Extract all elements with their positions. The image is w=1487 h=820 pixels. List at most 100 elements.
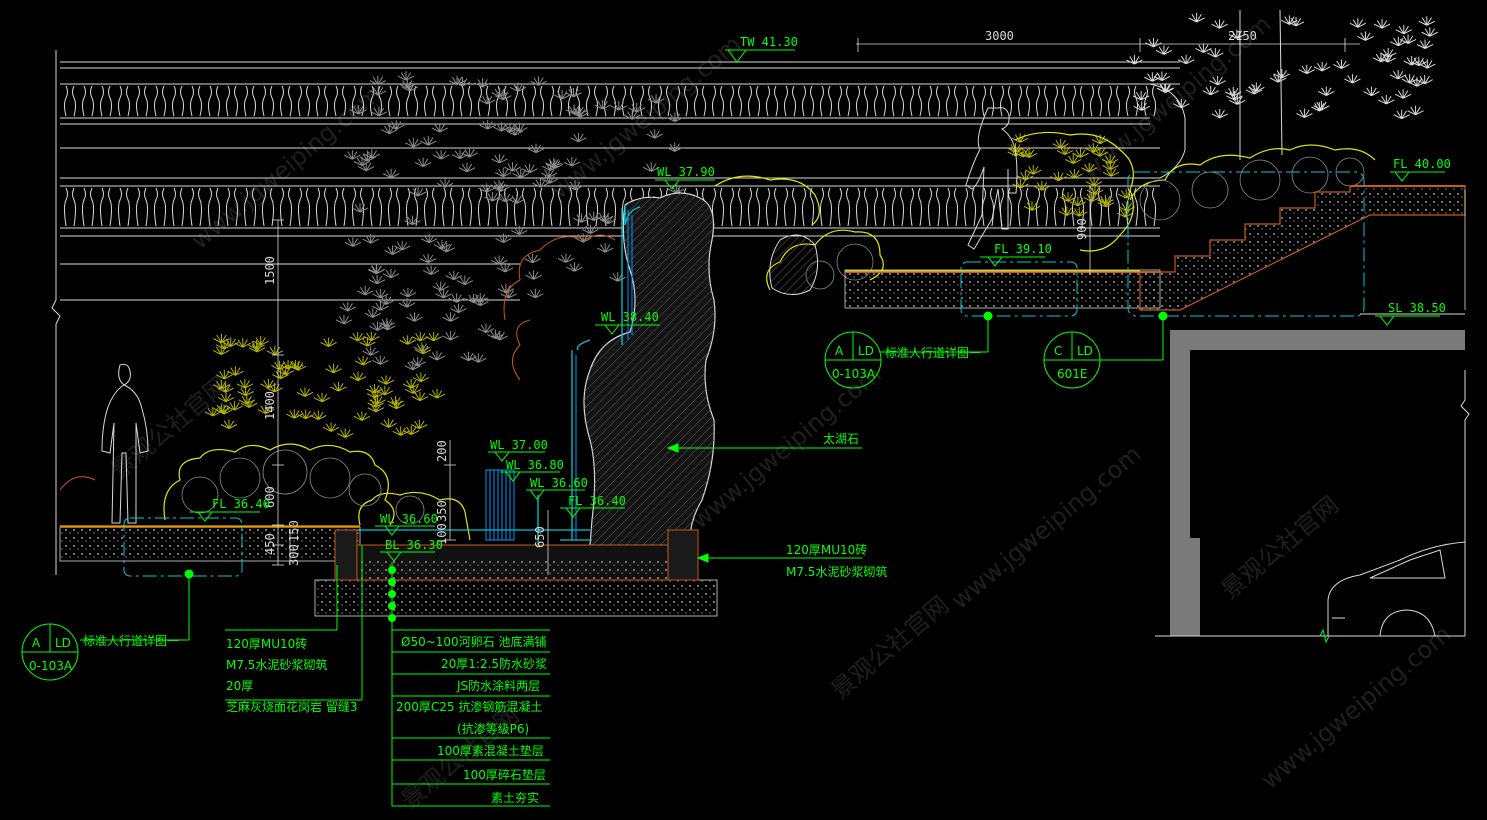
pine-needle-cluster <box>266 345 284 356</box>
pine-needle-cluster <box>366 384 383 394</box>
pine-needle-cluster <box>414 344 432 355</box>
pine-needle-cluster <box>573 213 590 223</box>
pine-needle-cluster <box>432 281 449 291</box>
baluster <box>838 187 850 227</box>
pine-tree-yellow <box>204 133 1135 438</box>
pine-needle-cluster <box>1017 171 1034 181</box>
pine-needle-cluster <box>398 298 416 308</box>
level-wl-b: WL 36.80 <box>506 458 564 472</box>
baluster <box>766 187 778 227</box>
pine-needle-cluster <box>442 312 459 322</box>
balustrade-wall <box>60 61 1186 301</box>
baluster <box>658 85 670 117</box>
pine-needle-cluster <box>279 359 297 370</box>
pine-needle-cluster <box>1069 196 1087 207</box>
level-wl-a: WL 37.00 <box>490 438 548 452</box>
pine-needle-cluster <box>435 288 452 299</box>
pine-needle-cluster <box>420 136 437 146</box>
level-fl-pool: FL 36.40 <box>568 494 626 508</box>
baluster <box>1018 85 1030 117</box>
pine-needle-cluster <box>372 355 389 365</box>
pine-needle-cluster <box>382 168 400 179</box>
pine-needle-cluster <box>624 110 641 120</box>
callout-rock: 太湖石 <box>823 431 859 446</box>
dimension-lines <box>272 38 1466 575</box>
baluster <box>298 187 310 227</box>
baluster-row-bottom <box>64 187 1156 227</box>
baluster <box>262 85 274 117</box>
pine-needle-cluster <box>1211 19 1228 29</box>
detail-tag-left-text: A LD 0-103A 标准人行道详图一 <box>29 633 179 673</box>
pine-needle-cluster <box>356 285 374 296</box>
baluster <box>1036 187 1048 227</box>
baluster <box>586 187 598 227</box>
pine-needle-cluster <box>1091 147 1109 157</box>
pine-needle-cluster <box>1070 207 1088 217</box>
pine-needle-cluster <box>420 233 438 244</box>
pine-needle-cluster <box>1408 77 1426 87</box>
dim-650: 650 <box>533 526 547 548</box>
pine-needle-cluster <box>359 152 376 162</box>
pine-needle-cluster <box>286 409 303 419</box>
taihu-rock <box>583 192 819 571</box>
pine-needle-cluster <box>628 103 645 113</box>
pine-needle-cluster <box>491 153 508 164</box>
baluster <box>244 187 256 227</box>
pine-needle-cluster <box>1086 185 1104 195</box>
baluster <box>712 187 724 227</box>
pine-needle-cluster <box>212 345 230 356</box>
pine-needle-cluster <box>490 255 508 265</box>
pine-needle-cluster <box>472 296 489 307</box>
pine-needle-cluster <box>1416 39 1434 49</box>
pine-needle-cluster <box>582 224 599 234</box>
pine-needle-cluster <box>1421 27 1438 37</box>
watermark-layer: www.jgweiping.com www.jgweiping.com www.… <box>106 10 1457 815</box>
pine-needle-cluster <box>368 264 385 275</box>
pine-needle-cluster <box>357 161 375 172</box>
pine-needle-cluster <box>495 233 512 243</box>
pine-needle-cluster <box>595 211 613 222</box>
left-note-2: M7.5水泥砂浆砌筑 <box>226 657 327 672</box>
pine-needle-cluster <box>596 243 614 253</box>
watermark-url: www.jgweiping.com <box>1256 620 1457 795</box>
pine-needle-cluster <box>368 274 386 285</box>
left-note-4: 芝麻灰烧面花岗岩 留缝3 <box>226 699 357 714</box>
layer-leader <box>388 562 550 807</box>
detail-tag-right <box>1043 311 1168 389</box>
pine-needle-cluster <box>1379 53 1396 63</box>
pine-needle-cluster <box>353 156 371 167</box>
pine-needle-cluster <box>1269 73 1287 83</box>
rock-callout-text: 太湖石 120厚MU10砖 M7.5水泥砂浆砌筑 <box>786 431 887 579</box>
pine-needle-cluster <box>525 270 542 280</box>
pine-needle-cluster <box>320 337 337 348</box>
tag-right-ref: 601E <box>1057 367 1088 381</box>
pine-needle-cluster <box>1153 71 1171 81</box>
level-markers <box>190 49 1445 562</box>
pine-needle-cluster <box>376 385 394 396</box>
pine-needle-cluster <box>553 89 571 100</box>
detail-tag-mid-text: A LD 0-103A 标准人行道详图一 <box>832 344 981 381</box>
pine-needle-cluster <box>337 428 354 438</box>
baluster <box>1144 187 1156 227</box>
baluster <box>460 85 472 117</box>
pine-needle-cluster <box>220 419 238 430</box>
baluster <box>820 187 832 227</box>
pine-needle-cluster <box>566 180 584 191</box>
pine-needle-cluster <box>504 162 521 172</box>
pine-needle-cluster <box>1389 69 1407 80</box>
pine-needle-cluster <box>460 351 477 362</box>
pine-needle-cluster <box>1083 192 1100 203</box>
pine-needle-cluster <box>1195 43 1212 53</box>
pine-needle-cluster <box>1102 167 1120 177</box>
baluster <box>118 85 130 117</box>
baluster <box>964 85 976 117</box>
baluster <box>802 187 814 227</box>
pine-needle-cluster <box>370 106 388 117</box>
pine-needle-cluster <box>1373 19 1391 29</box>
pine-needle-cluster <box>387 396 404 406</box>
pine-needle-cluster <box>1296 108 1313 119</box>
pine-needle-cluster <box>1072 148 1089 158</box>
baluster <box>622 85 634 117</box>
baluster <box>442 85 454 117</box>
pine-needle-cluster <box>403 425 420 436</box>
